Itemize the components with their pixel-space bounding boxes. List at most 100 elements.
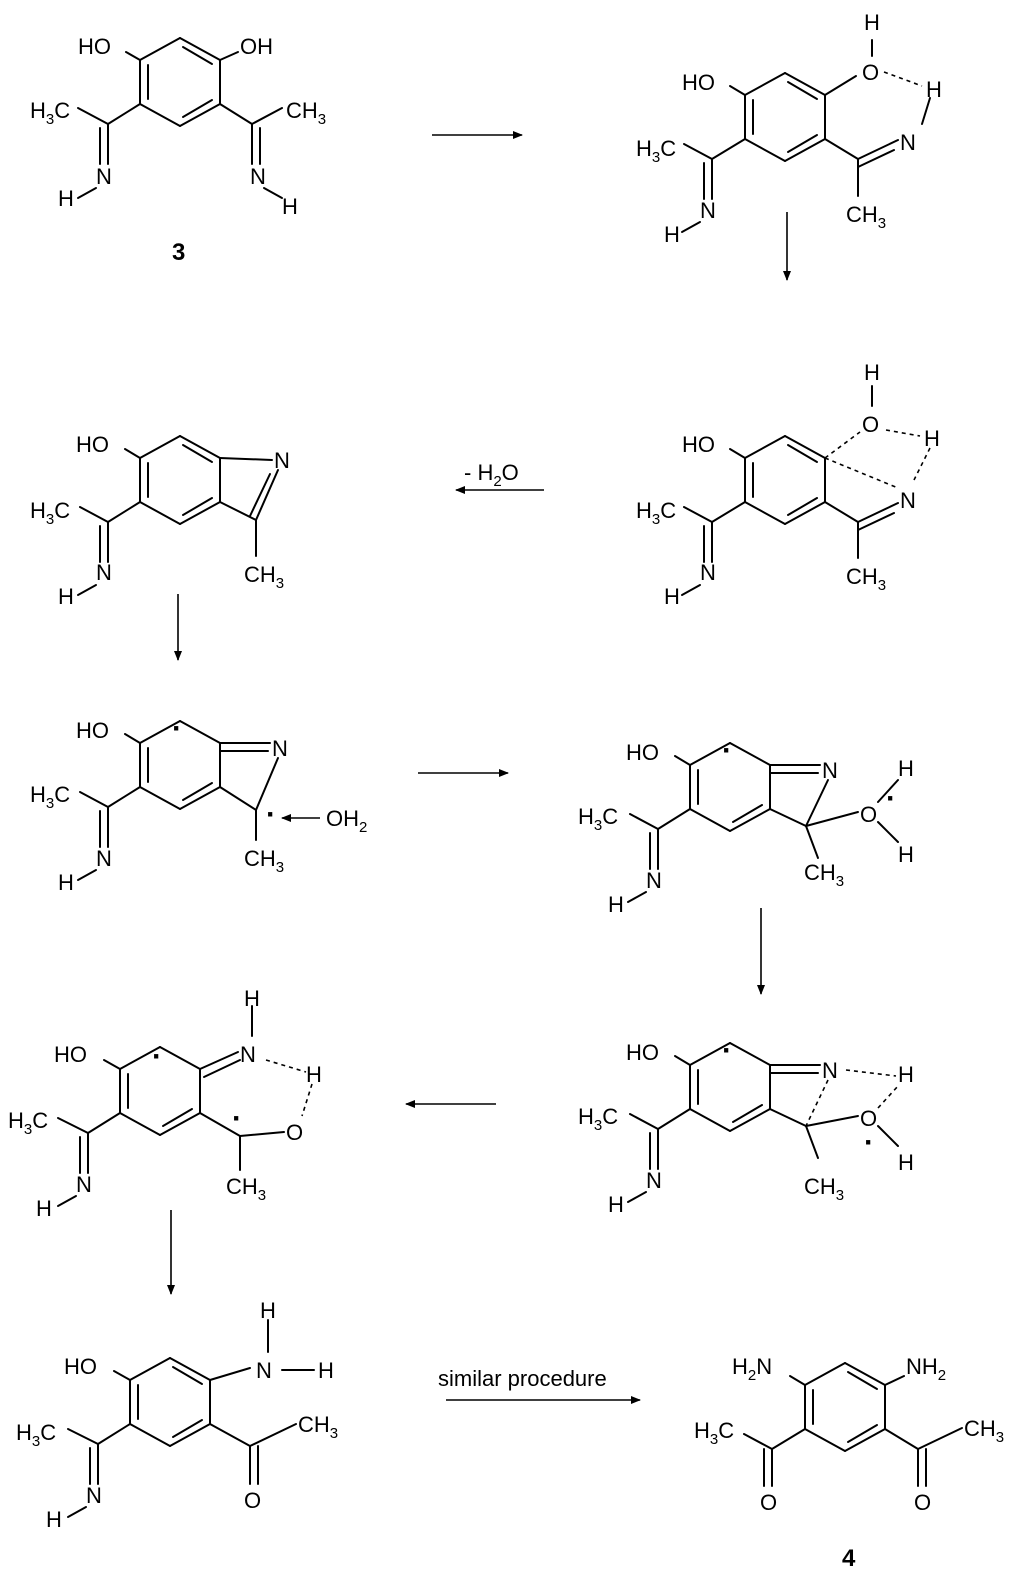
ring-bonds bbox=[139, 37, 221, 127]
hydrogen-label: H bbox=[864, 10, 880, 35]
amino-label: NH2 bbox=[906, 1354, 946, 1384]
hydroxyl-label: HO bbox=[76, 718, 109, 743]
radical-dot: · bbox=[172, 712, 182, 745]
hydrogen-label: H bbox=[608, 1192, 624, 1217]
structure-water-adduct: HO · N O · H H H3C N H CH3 bbox=[578, 734, 914, 917]
hydrogen-label: H bbox=[664, 222, 680, 247]
structure-compound-3: HO OH H3C CH3 N H N H 3 bbox=[30, 34, 326, 266]
carbonyl-oxygen: O bbox=[914, 1490, 931, 1515]
hydroxyl-label: HO bbox=[76, 432, 109, 457]
methyl-label: CH3 bbox=[226, 1174, 266, 1204]
methyl-label: CH3 bbox=[286, 98, 326, 128]
structure-hbonded-adduct: HO · N H O · H H3C N H CH3 bbox=[578, 1034, 914, 1217]
methyl-label: H3C bbox=[16, 1420, 56, 1450]
compound-label-3: 3 bbox=[172, 239, 185, 266]
amino-label: H2N bbox=[732, 1354, 772, 1384]
amine-nitrogen: N bbox=[256, 1358, 272, 1383]
hydrogen-label: H bbox=[864, 360, 880, 385]
hydrogen-label: H bbox=[46, 1507, 62, 1532]
imine-nitrogen: N bbox=[250, 164, 266, 189]
methyl-label: H3C bbox=[30, 782, 70, 812]
oxygen-label: O bbox=[860, 802, 877, 827]
radical-dot: · bbox=[886, 782, 896, 815]
imine-nitrogen: N bbox=[240, 1042, 256, 1067]
structure-ring-opened: HO · N H H · O H3C N H CH3 bbox=[8, 986, 322, 1221]
hydroxyl-label: HO bbox=[54, 1042, 87, 1067]
methyl-label: CH3 bbox=[298, 1412, 338, 1442]
dehydration-step: - H2O bbox=[455, 460, 544, 494]
methyl-label: H3C bbox=[694, 1418, 734, 1448]
imine-nitrogen: N bbox=[76, 1172, 92, 1197]
hydrogen-label: H bbox=[664, 584, 680, 609]
imine-nitrogen: N bbox=[86, 1483, 102, 1508]
hydroxyl-label: HO bbox=[682, 432, 715, 457]
hydroxyl-label: HO bbox=[64, 1354, 97, 1379]
hydrogen-label: H bbox=[924, 426, 940, 451]
imine-nitrogen: N bbox=[900, 130, 916, 155]
hydrogen-label: H bbox=[608, 892, 624, 917]
methyl-label: CH3 bbox=[244, 562, 284, 592]
water-label: OH2 bbox=[326, 806, 367, 836]
imine-nitrogen: N bbox=[700, 198, 716, 223]
imine-nitrogen: N bbox=[700, 560, 716, 585]
imine-nitrogen: N bbox=[272, 736, 288, 761]
imine-nitrogen: N bbox=[96, 164, 112, 189]
hydroxyl-label: HO bbox=[626, 1040, 659, 1065]
hydrogen-label: H bbox=[244, 986, 260, 1011]
structure-azirine: HO N H3C N H CH3 bbox=[30, 432, 290, 609]
similar-procedure-condition: similar procedure bbox=[438, 1366, 607, 1391]
oxygen-label: O bbox=[862, 412, 879, 437]
hydrogen-label: H bbox=[898, 1062, 914, 1087]
methyl-label: H3C bbox=[578, 1104, 618, 1134]
methyl-label: CH3 bbox=[846, 202, 886, 232]
hydrogen-label: H bbox=[926, 77, 942, 102]
carbonyl-oxygen: O bbox=[244, 1488, 261, 1513]
imine-nitrogen: N bbox=[96, 560, 112, 585]
hydroxyl-label: HO bbox=[682, 70, 715, 95]
radical-dot: · bbox=[722, 1034, 732, 1067]
compound-label-4: 4 bbox=[842, 1545, 856, 1572]
carbonyl-oxygen: O bbox=[760, 1490, 777, 1515]
oxygen-label: O bbox=[286, 1120, 303, 1145]
methyl-label: H3C bbox=[636, 498, 676, 528]
imine-nitrogen: N bbox=[96, 846, 112, 871]
imine-nitrogen: N bbox=[646, 868, 662, 893]
imine-nitrogen: N bbox=[900, 488, 916, 513]
methyl-label: H3C bbox=[636, 136, 676, 166]
azirine-nitrogen: N bbox=[274, 448, 290, 473]
hydroxyl-label: HO bbox=[78, 34, 111, 59]
methyl-label: CH3 bbox=[804, 1174, 844, 1204]
structure-compound-4: H2N NH2 H3C CH3 O O 4 bbox=[694, 1354, 1004, 1572]
hydroxyl-label: OH bbox=[240, 34, 273, 59]
dehydration-condition: - H2O bbox=[464, 460, 519, 490]
methyl-label: CH3 bbox=[964, 1416, 1004, 1446]
structure-intermediate-1: HO O H H N H3C N H CH3 bbox=[636, 10, 942, 247]
hydrogen-label: H bbox=[898, 756, 914, 781]
structure-amino-ketone: HO N H H CH3 O H3C N H bbox=[16, 1298, 338, 1532]
radical-dot: · bbox=[232, 1102, 242, 1135]
hydroxyl-label: HO bbox=[626, 740, 659, 765]
radical-dot: · bbox=[722, 734, 732, 767]
methyl-label: H3C bbox=[30, 98, 70, 128]
methyl-label: CH3 bbox=[804, 860, 844, 890]
methyl-label: H3C bbox=[578, 804, 618, 834]
radical-dot: · bbox=[266, 798, 276, 831]
radical-dot: · bbox=[152, 1040, 162, 1073]
hydrogen-label: H bbox=[282, 194, 298, 219]
methyl-label: CH3 bbox=[846, 564, 886, 594]
oxygen-label: O bbox=[860, 1106, 877, 1131]
methyl-label: H3C bbox=[30, 498, 70, 528]
hydrogen-label: H bbox=[898, 842, 914, 867]
structure-diradical: HO · N · OH2 H3C N H CH3 bbox=[30, 712, 367, 895]
methyl-label: H3C bbox=[8, 1108, 48, 1138]
hydrogen-label: H bbox=[58, 584, 74, 609]
hydrogen-label: H bbox=[318, 1358, 334, 1383]
imine-nitrogen: N bbox=[822, 758, 838, 783]
hydrogen-label: H bbox=[58, 870, 74, 895]
similar-procedure-step: similar procedure bbox=[438, 1366, 641, 1404]
oxygen-label: O bbox=[862, 60, 879, 85]
hydrogen-label: H bbox=[36, 1196, 52, 1221]
hydrogen-label: H bbox=[306, 1062, 322, 1087]
imine-nitrogen: N bbox=[646, 1168, 662, 1193]
